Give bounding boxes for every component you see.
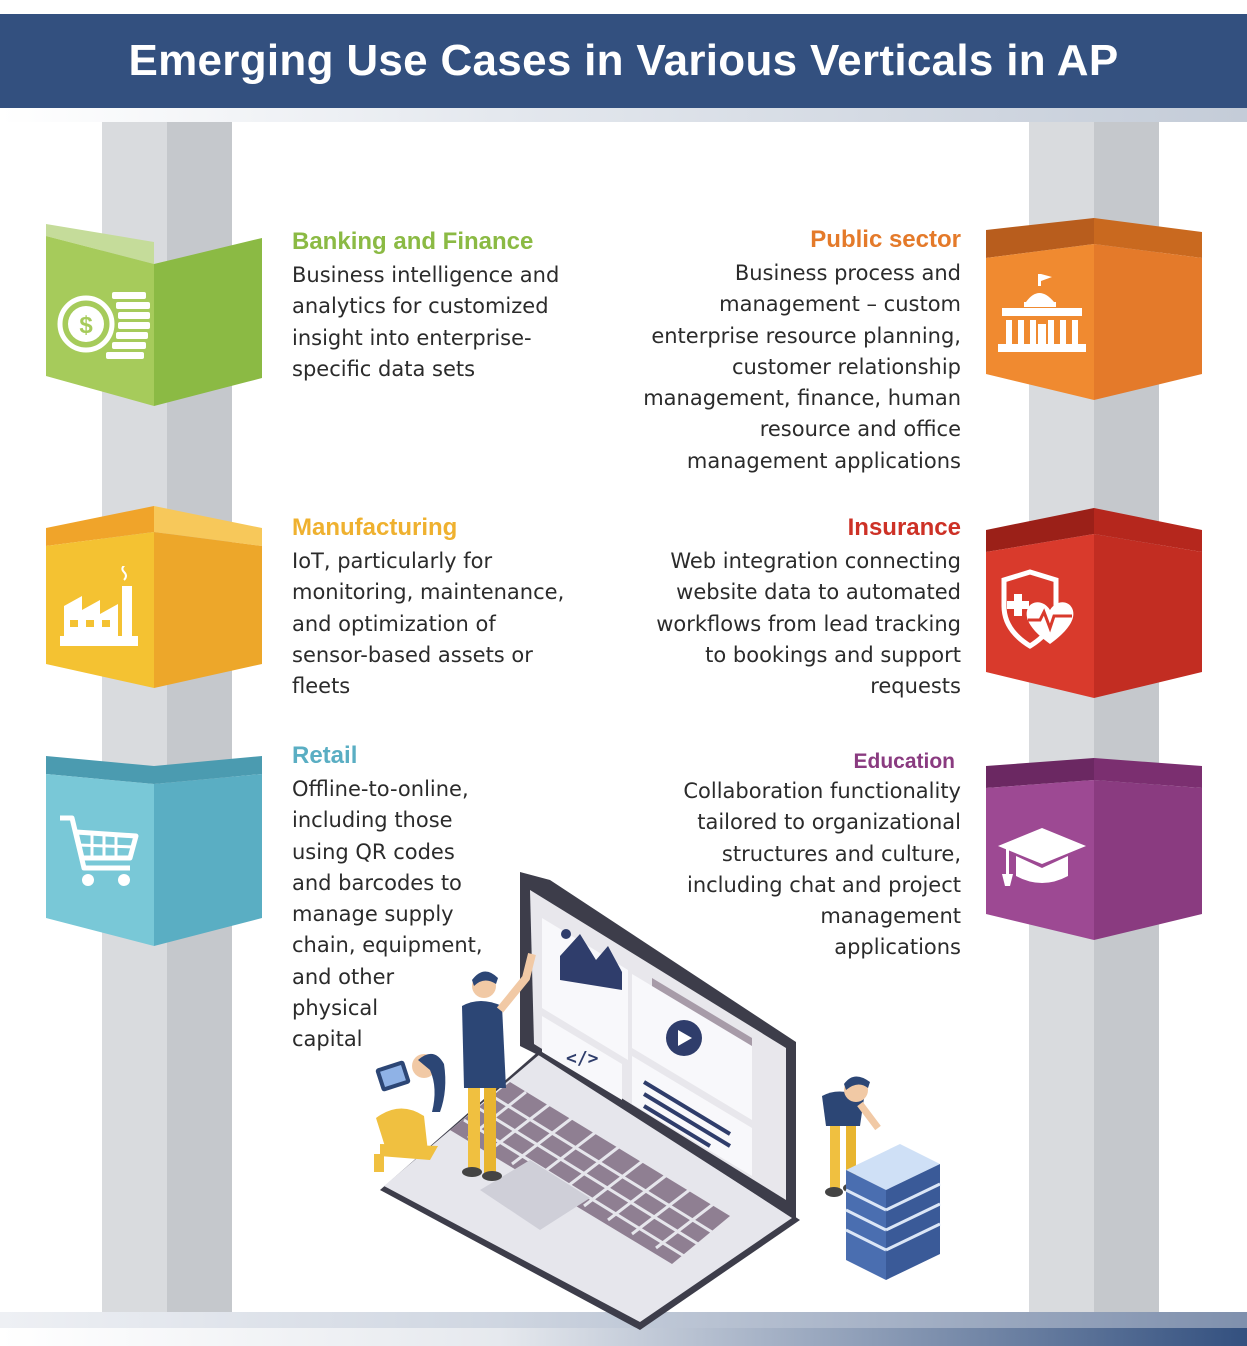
education-block [986, 758, 1202, 940]
education-title: Education [853, 750, 955, 773]
public-sector-description: Business process and management – custom… [643, 261, 961, 473]
svg-text:</>: </> [566, 1048, 599, 1069]
insurance-description: Web integration connecting website data … [656, 549, 961, 699]
banking-description: Business intelligence and analytics for … [292, 263, 560, 381]
government-building-icon [998, 274, 1098, 374]
header-banner: Emerging Use Cases in Various Verticals … [0, 14, 1247, 108]
shield-heart-icon [998, 568, 1098, 668]
manufacturing-block [46, 506, 262, 688]
dollar-coins-icon: $ [54, 284, 154, 384]
public-sector-block [986, 218, 1202, 400]
banking-block: $ [46, 224, 262, 406]
factory-icon [60, 566, 160, 666]
public-sector-title: Public sector [810, 226, 961, 253]
laptop-illustration: </> [360, 860, 960, 1330]
manufacturing-description: IoT, particularly for monitoring, mainte… [292, 549, 565, 699]
banking-title: Banking and Finance [292, 228, 534, 255]
education-description: Collaboration functionality tailored to … [683, 779, 961, 960]
graduation-cap-icon [998, 824, 1098, 924]
retail-title: Retail [292, 742, 358, 769]
insurance-title: Insurance [847, 514, 961, 541]
manufacturing-title: Manufacturing [292, 514, 458, 541]
shopping-cart-icon [58, 812, 158, 912]
footer-stripe-accent [0, 1328, 1247, 1346]
svg-text:$: $ [79, 312, 93, 339]
insurance-block [986, 508, 1202, 698]
page-title: Emerging Use Cases in Various Verticals … [128, 36, 1119, 85]
retail-description: Offline-to-online, including those using… [292, 777, 483, 1052]
retail-block [46, 756, 262, 946]
header-stripe [0, 108, 1247, 122]
